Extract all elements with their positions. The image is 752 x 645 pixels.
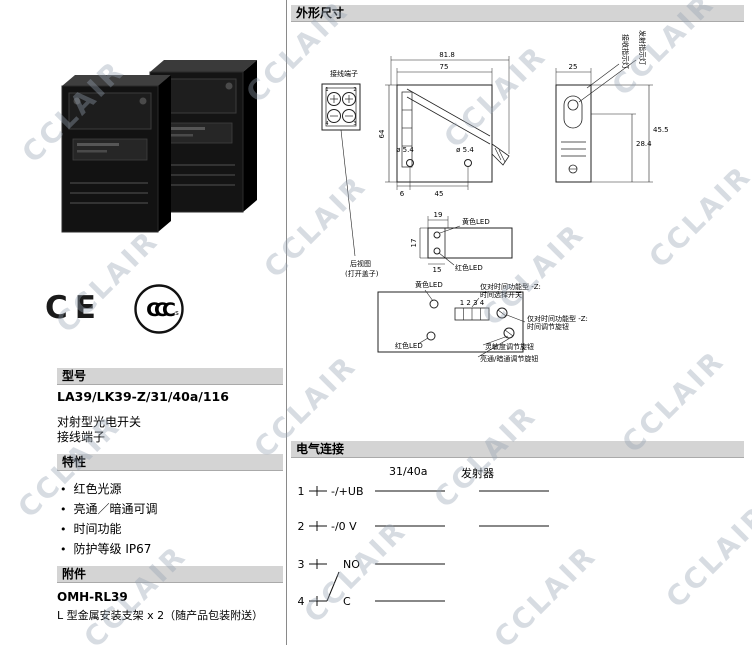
model-description-line2: 接线端子 (57, 430, 106, 444)
features-section-header: 特性 (57, 454, 283, 471)
dim-offset: 6 (400, 190, 405, 198)
accessories-section-header: 附件 (57, 566, 283, 583)
sensitivity-knob-label: 灵敏度调节旋钮 (485, 342, 534, 351)
dim-side-width: 25 (569, 63, 578, 71)
dim-hole-span: 45 (435, 190, 444, 198)
timer-knob-label-line1: 仅对时间功能型 -Z: (527, 314, 588, 323)
left-column: CE CCC s 型号 LA39/LK39-Z/31/40a/116 对射型光电… (0, 0, 286, 645)
timer-knob-label-line2: 时间调节旋钮 (527, 322, 569, 331)
rear-red-led-label: 红色LED (455, 263, 483, 272)
dim-height: 64 (378, 129, 386, 138)
rear-yellow-led-label: 黄色LED (462, 217, 490, 226)
sensor-front-unit (61, 75, 171, 233)
dim-rear-bottom: 15 (433, 266, 442, 274)
ccc-mark-logo: CCC s (134, 284, 184, 334)
model-section-header: 型号 (57, 368, 283, 385)
wiring-diagram: 31/40a 发射器 (298, 465, 549, 608)
dim-depth-outer: 45.5 (653, 126, 669, 134)
wiring-column-emitter: 发射器 (461, 466, 494, 480)
feature-item: 红色光源 (60, 480, 122, 497)
pin-label: C (343, 595, 351, 608)
electrical-section-header: 电气连接 (291, 441, 744, 458)
rear-view-label-line1: 后视图 (350, 259, 371, 268)
dim-total-width: 81.8 (439, 51, 455, 59)
pin-label: -/+UB (331, 485, 364, 498)
timer-switch-label-line1: 仅对时间功能型 -Z: (480, 282, 541, 291)
inside-yellow-led-label: 黄色LED (415, 280, 443, 289)
pin-number: 3 (298, 558, 305, 571)
connector-pin-number: 2 (353, 87, 356, 93)
connector-pin-number: 3 (353, 121, 356, 127)
pin-number: 2 (298, 520, 305, 533)
ccc-mark-text: CCC (146, 299, 175, 321)
model-description-line1: 对射型光电开关 (57, 415, 142, 429)
tx-indicator-label: 发射指示灯 (638, 30, 647, 65)
feature-item: 防护等级 IP67 (60, 540, 152, 557)
dim-rear-height: 17 (410, 239, 418, 248)
ce-mark-logo: CE (45, 290, 103, 326)
pin-number: 1 (298, 485, 305, 498)
light-dark-knob-label: 亮通/暗通调节旋钮 (480, 354, 538, 363)
dim-width: 75 (440, 63, 449, 71)
pin-label: NO (343, 558, 360, 571)
rear-view-label-line2: (打开盖子) (345, 269, 379, 278)
connector-pin-number: 1 (325, 87, 328, 93)
feature-item: 亮通／暗通可调 (60, 500, 158, 517)
accessory-description: L 型金属安装支架 x 2（随产品包装附送） (57, 609, 264, 622)
dim-depth-inner: 28.4 (636, 140, 652, 148)
ccc-mark-s: s (175, 309, 179, 317)
right-column: 外形尺寸 (287, 0, 752, 645)
timer-switch-label-line2: 时间选择开关 (480, 290, 522, 299)
accessory-name: OMH-RL39 (57, 590, 128, 604)
model-name: LA39/LK39-Z/31/40a/116 (57, 389, 229, 404)
wiring-column-model: 31/40a (389, 465, 427, 478)
feature-item: 时间功能 (60, 520, 122, 537)
dimensions-section-header: 外形尺寸 (291, 5, 744, 22)
inside-red-led-label: 红色LED (395, 341, 423, 350)
dip-switch-numbers: 1 2 3 4 (460, 299, 485, 307)
dim-hole1: ø 5.4 (396, 146, 414, 154)
rx-indicator-label: 接收指示灯 (621, 34, 630, 69)
pin-label: -/0 V (331, 520, 357, 533)
dim-hole2: ø 5.4 (456, 146, 474, 154)
pin-number: 4 (298, 595, 305, 608)
product-photo (61, 60, 257, 233)
dimensions-drawing: 接线端子 1 2 3 4 81.8 75 64 ø 5.4 ø 5.4 6 45… (321, 30, 669, 363)
connector-pin-number: 4 (325, 121, 328, 127)
column-divider (286, 0, 287, 645)
dim-rear-width: 19 (434, 211, 443, 219)
terminal-block-label: 接线端子 (330, 69, 358, 78)
